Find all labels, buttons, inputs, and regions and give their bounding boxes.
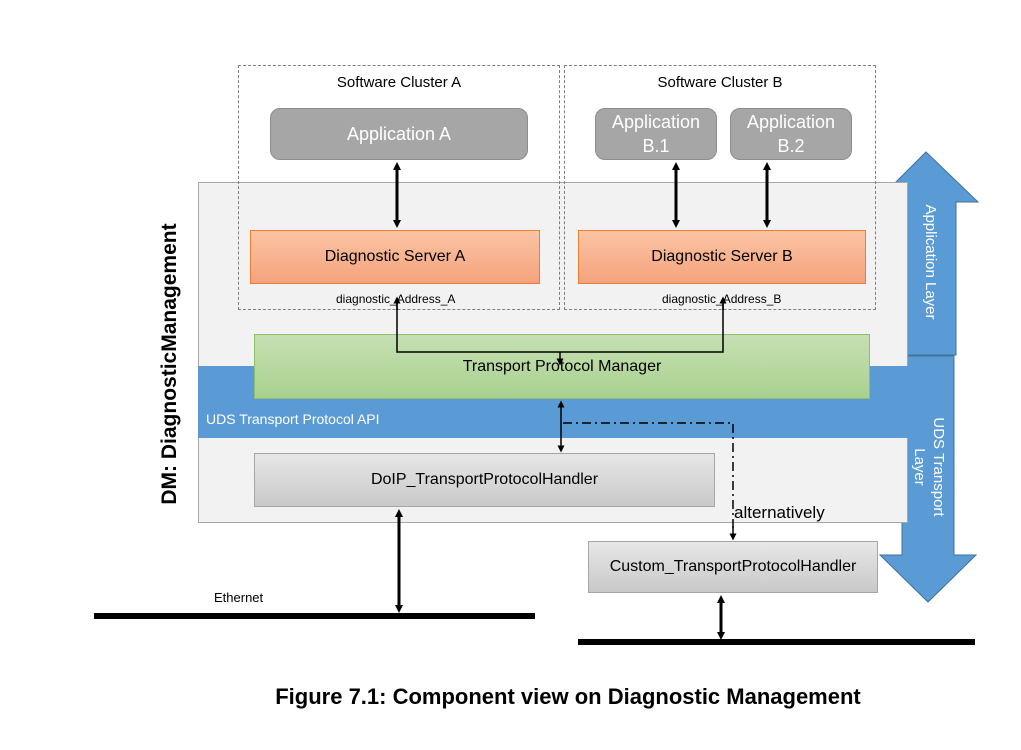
ethernet-label: Ethernet (214, 590, 264, 605)
application-b2-line2: B.2 (777, 136, 805, 156)
application-b2: Application B.2 (730, 108, 852, 160)
custom-transport-protocol-handler: Custom_TransportProtocolHandler (588, 541, 878, 593)
uds-transport-layer-line1: UDS Transport (930, 417, 947, 517)
uds-transport-protocol-api-label: UDS Transport Protocol API (206, 411, 380, 427)
uds-transport-layer-line2: Layer (911, 448, 928, 486)
uds-transport-layer-label: UDS Transport Layer (908, 387, 948, 547)
doip-handler-label: DoIP_TransportProtocolHandler (370, 471, 599, 488)
dm-side-title: DM: DiagnosticManagement (158, 223, 181, 505)
software-cluster-a: Software Cluster A (238, 65, 560, 310)
application-layer-text: Application Layer (922, 204, 939, 320)
application-b1: Application B.1 (595, 108, 717, 160)
doip-transport-protocol-handler: DoIP_TransportProtocolHandler (254, 453, 715, 507)
transport-protocol-manager-label: Transport Protocol Manager (462, 357, 662, 375)
cluster-b-title: Software Cluster B (657, 74, 783, 91)
address-a-to-tpm-line (396, 299, 560, 353)
application-a-label: Application A (346, 124, 452, 144)
alternative-path-line (563, 422, 734, 532)
figure-caption: Figure 7.1: Component view on Diagnostic… (275, 684, 861, 709)
diagnostic-server-a: Diagnostic Server A (250, 230, 540, 284)
application-b1-line1: Application (611, 112, 701, 132)
diagnostic-server-b-label: Diagnostic Server B (651, 248, 793, 265)
alternatively-label: alternatively (734, 503, 825, 522)
application-b2-line1: Application (746, 112, 836, 132)
application-a: Application A (270, 108, 528, 160)
software-cluster-b: Software Cluster B (564, 65, 876, 310)
transport-protocol-manager: Transport Protocol Manager (254, 334, 870, 399)
diagnostic-server-a-label: Diagnostic Server A (324, 248, 466, 265)
diagnostic-server-b: Diagnostic Server B (578, 230, 866, 284)
custom-handler-label: Custom_TransportProtocolHandler (609, 558, 857, 575)
address-b-to-tpm-line (560, 299, 724, 353)
application-b1-line2: B.1 (642, 136, 670, 156)
application-layer-label: Application Layer (920, 182, 940, 342)
cluster-a-title: Software Cluster A (336, 74, 462, 91)
